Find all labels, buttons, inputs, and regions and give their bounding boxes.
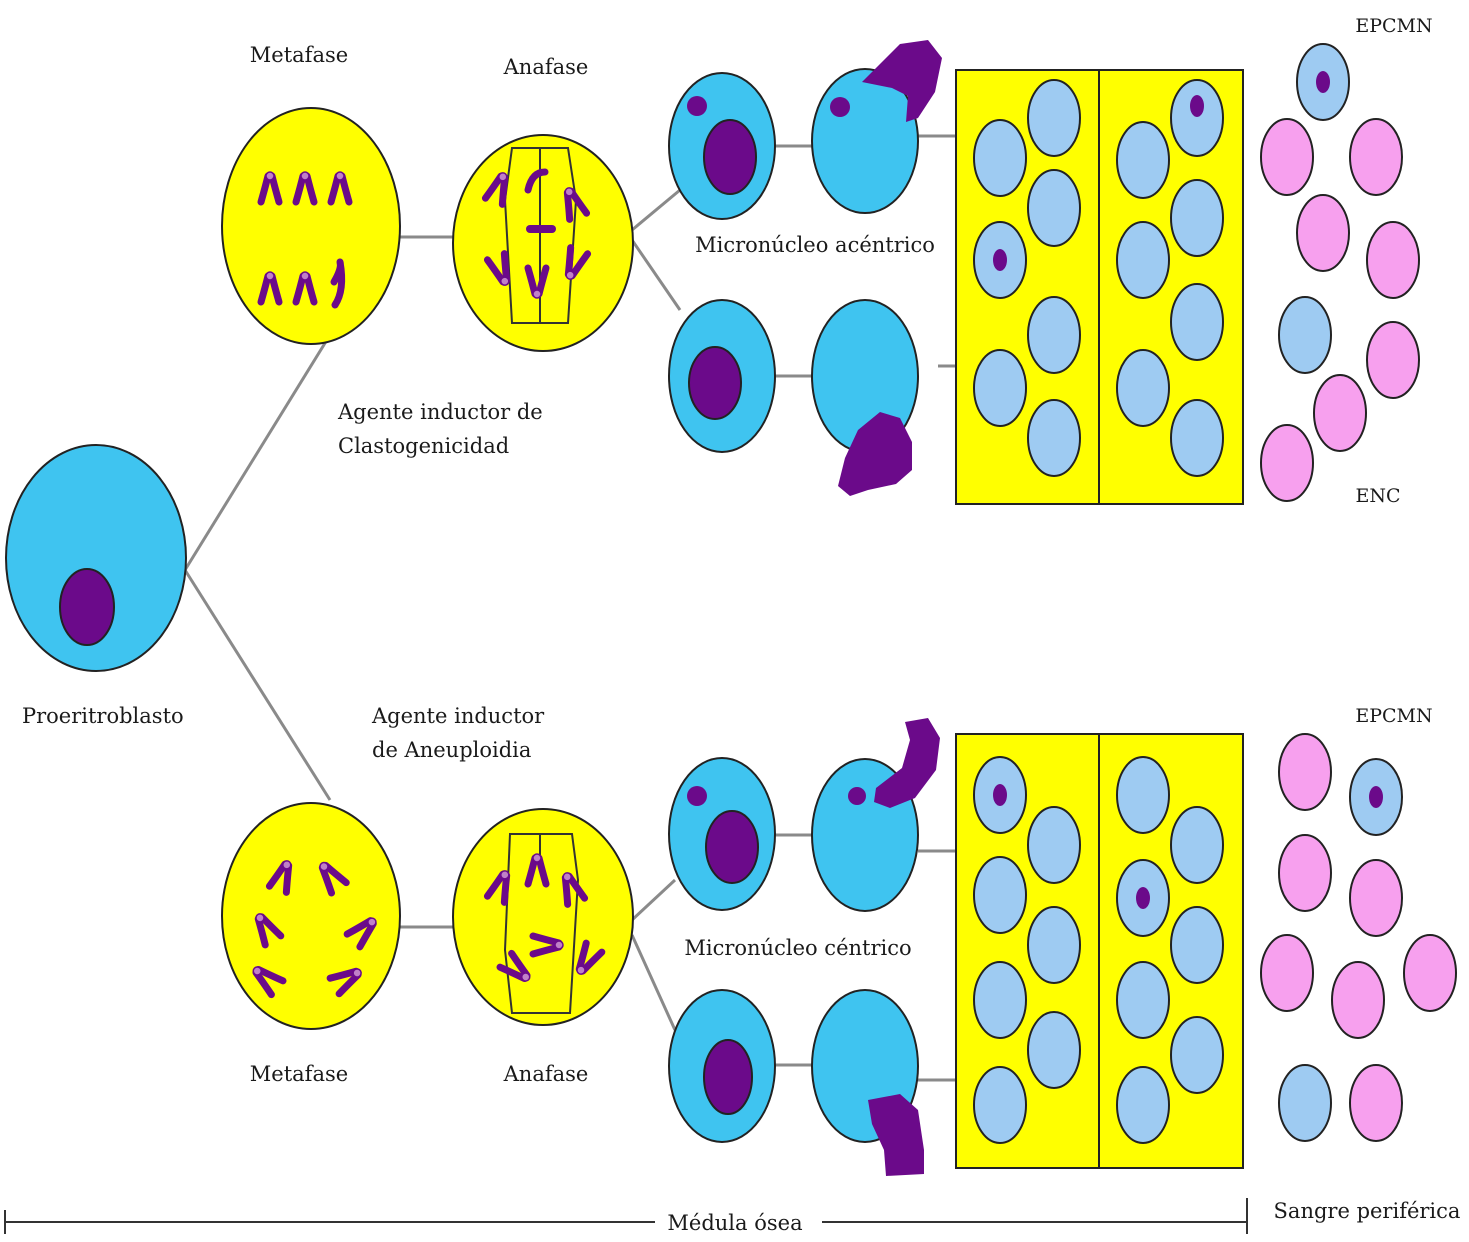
proerythroblast-label: Proeritroblasto [22,704,184,728]
centric-micronucleus-label: Micronúcleo céntrico [684,936,911,960]
daughter-cell-acentric-1 [669,73,775,219]
bone-marrow-smear-bottom [956,734,1243,1168]
aneuploidy-agent-label-line1: Agente inductor [371,704,545,728]
acentric-micronucleus-label: Micronúcleo acéntrico [695,233,935,257]
bone-marrow-label: Médula ósea [667,1211,802,1235]
bone-marrow-smear-top [956,70,1243,504]
epcmn-label-top: EPCMN [1355,15,1432,37]
metaphase-cell-bottom [222,803,400,1029]
clastogen-agent-label-line2: Clastogenicidad [338,434,509,458]
enc-label: ENC [1355,485,1400,507]
peripheral-blood-bottom [1261,734,1456,1141]
peripheral-blood-label: Sangre periférica [1274,1199,1461,1223]
aneuploidy-agent-label-line2: de Aneuploidia [372,738,531,762]
peripheral-blood-top [1261,44,1419,501]
proerythroblast-cell [6,445,186,671]
reticulocyte-acentric-2 [812,300,918,496]
daughter-cell-centric-2 [669,990,775,1142]
anaphase-cell-top [453,135,633,351]
daughter-cell-acentric-2 [669,300,775,452]
clastogen-agent-label-line1: Agente inductor de [337,400,543,424]
anaphase-cell-bottom [453,809,633,1025]
bone-marrow-range-line [5,1198,1247,1234]
epcmn-label-bottom: EPCMN [1355,705,1432,727]
reticulocyte-acentric-1 [812,40,942,213]
reticulocyte-centric-2 [812,990,924,1176]
reticulocyte-centric-1 [812,718,940,911]
daughter-cell-centric-1 [669,758,775,910]
metaphase-cell-top [222,108,400,344]
metaphase-label-top: Metafase [250,43,348,67]
anaphase-label-top: Anafase [503,55,589,79]
metaphase-label-bottom: Metafase [250,1062,348,1086]
anaphase-label-bottom: Anafase [503,1062,589,1086]
